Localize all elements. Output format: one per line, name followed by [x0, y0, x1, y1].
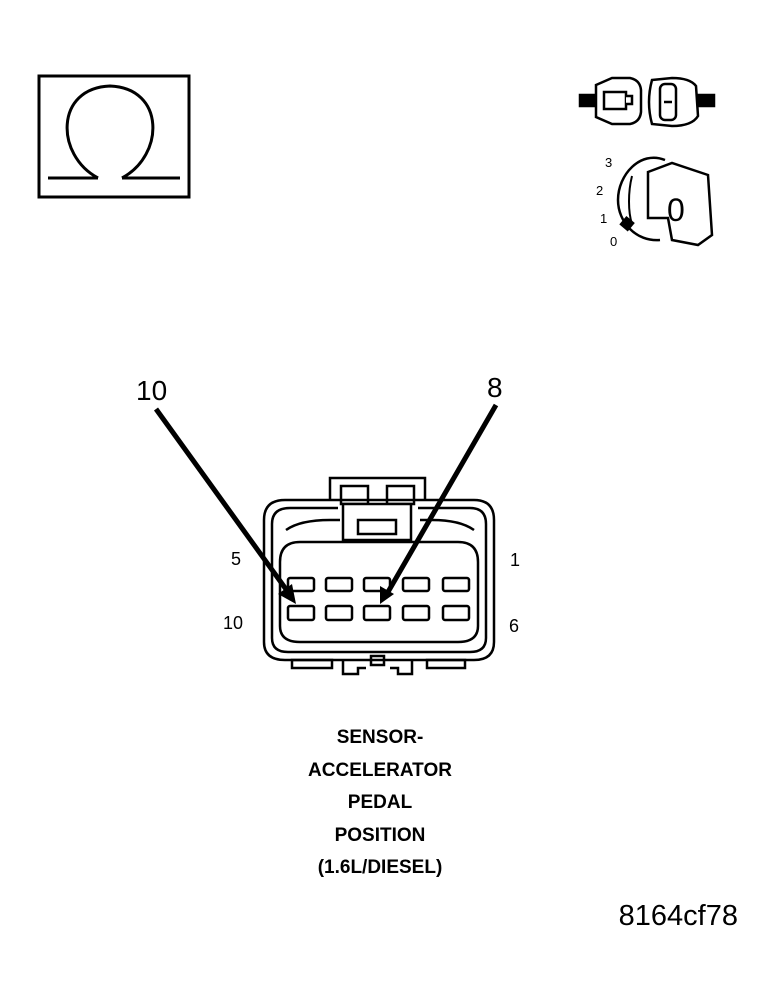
caption-line: SENSOR- [336, 727, 424, 748]
pin-cavity [441, 576, 471, 593]
pin-number-label: 10 [223, 613, 243, 633]
pin-number-label: 5 [231, 549, 241, 569]
pin-cavity [324, 576, 354, 593]
connector-caption: SENSOR- ACCELERATOR PEDAL POSITION (1.6L… [230, 722, 530, 885]
ignition-position-label: 0 [610, 234, 617, 249]
pin-cavity [286, 604, 316, 622]
ignition-position-label: 2 [596, 183, 603, 198]
ohmmeter-icon [37, 74, 191, 199]
disconnected-connector-icon [578, 76, 716, 128]
ignition-position-label: 3 [605, 155, 612, 170]
caption-line: ACCELERATOR [308, 759, 452, 781]
pin-cavity [362, 576, 392, 593]
caption-line: POSITION [334, 824, 426, 846]
pin-cavity [401, 604, 431, 622]
pin-cavity [401, 576, 431, 593]
ignition-position-label: 1 [600, 211, 607, 226]
caption-line: (1.6L/DIESEL) [317, 857, 443, 878]
pin-cavity [441, 604, 471, 622]
pin-cavity [324, 604, 354, 622]
callout-arrow [380, 403, 499, 604]
ignition-switch-icon [616, 156, 714, 247]
pin-row-top [286, 576, 471, 593]
callout-label-pin: 8 [487, 372, 503, 403]
figure-id: 8164cf78 [618, 900, 738, 932]
callout-arrow [153, 407, 296, 604]
pin-number-label: 1 [510, 550, 520, 570]
pin-number-label: 6 [509, 616, 519, 636]
ignition-key-position: 0 [667, 192, 685, 228]
connector-face [262, 476, 496, 676]
pin-row-bottom [286, 604, 471, 622]
pin-cavity [286, 576, 316, 593]
caption-line: PEDAL [347, 792, 413, 813]
callout-label-pin: 10 [136, 375, 167, 406]
pin-cavity [362, 604, 392, 622]
